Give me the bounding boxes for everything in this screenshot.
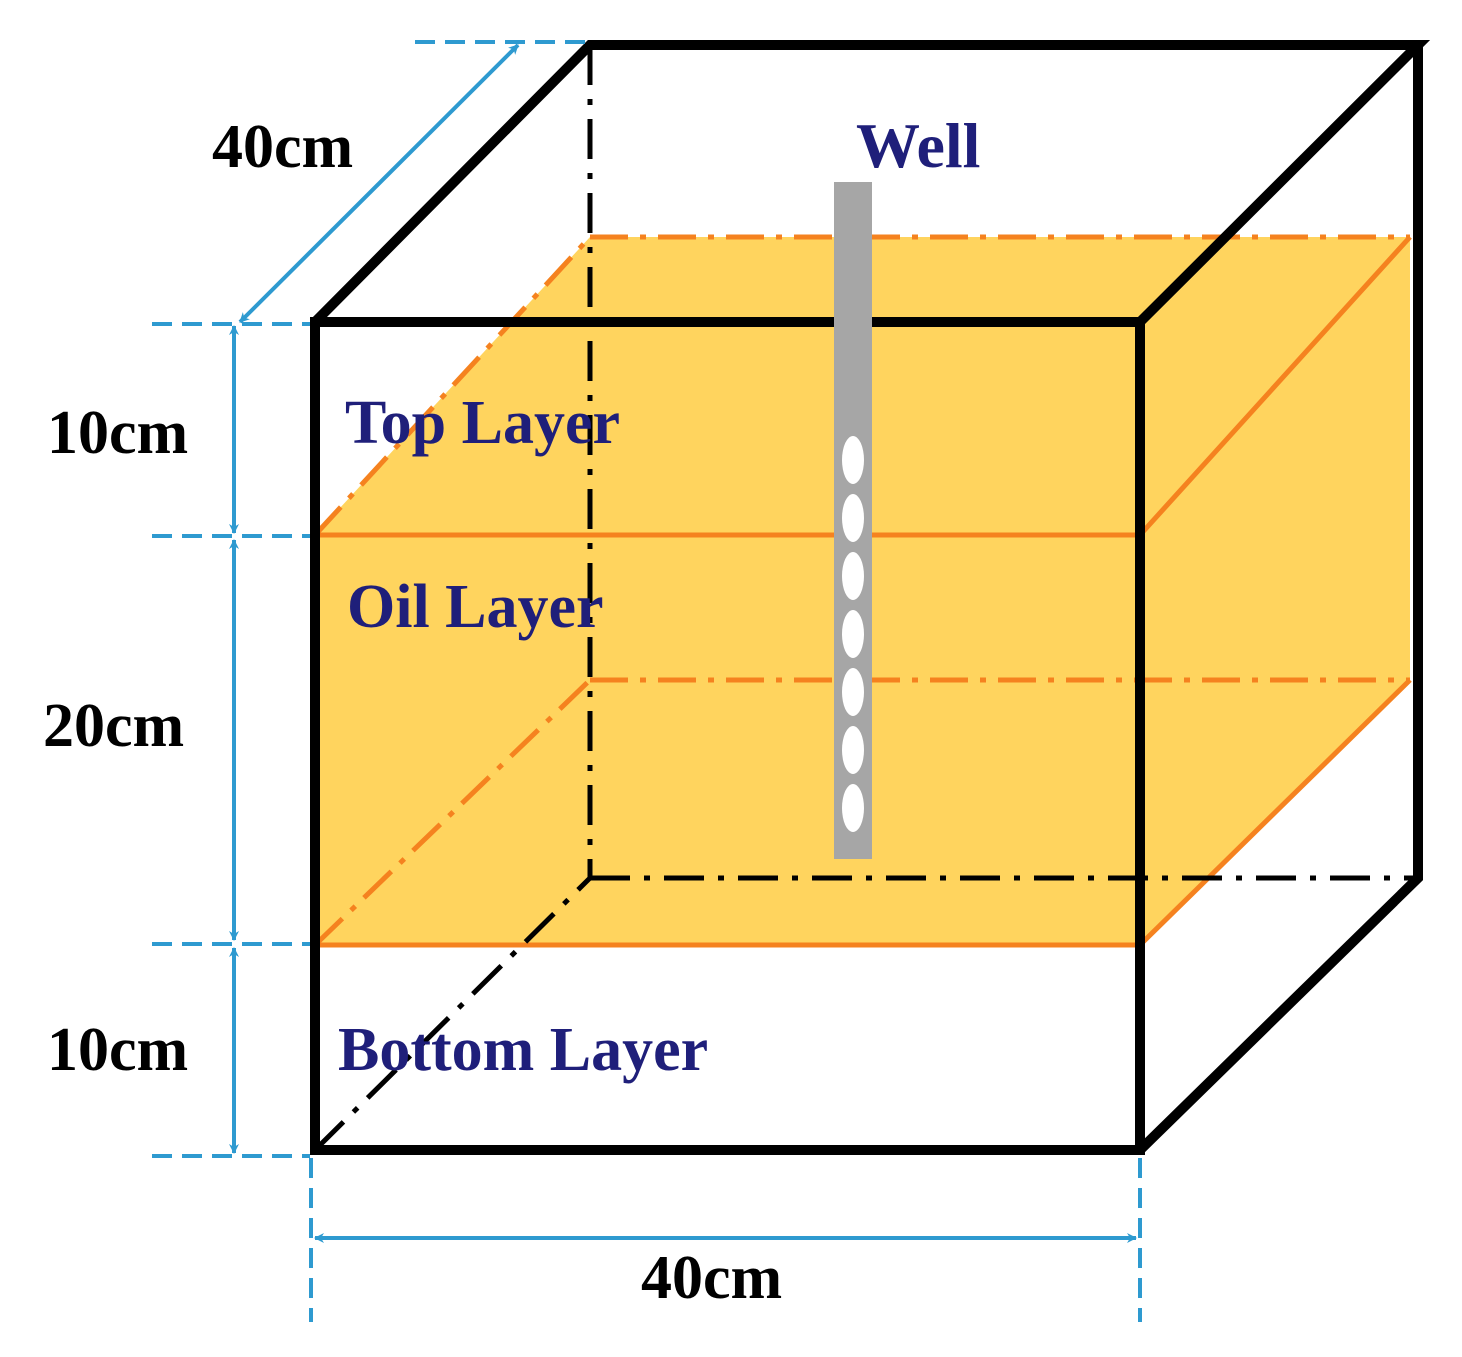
perforation-5 [842,668,864,716]
perforation-3 [842,552,864,600]
cube-right-edges [1136,45,1423,1154]
top-layer-label: Top Layer [345,389,620,457]
bottom-layer-label: Bottom Layer [338,1016,708,1084]
dimension-guides [152,40,1142,1322]
well [834,182,872,859]
perforation-1 [842,436,864,484]
oil-top-right-edge [1138,235,1412,537]
dimension-arrows [229,43,1137,1243]
oil-bottom-right-edge [1138,678,1412,947]
well-perforations [842,436,864,832]
perforation-4 [842,610,864,658]
perforation-7 [842,784,864,832]
depth-arrow [238,43,520,324]
top-thickness-label: 10cm [47,399,188,467]
oil-layer-boundaries [313,234,1412,948]
cube-hidden-edges [313,45,1418,1152]
well-label: Well [856,110,980,181]
hidden-left-bottom-edge [313,876,592,1152]
oil-layer-label: Oil Layer [347,573,604,641]
cube-front-face [310,317,1145,1155]
oil-layer-right-face [1140,237,1410,945]
oil-thickness-label: 20cm [43,692,184,760]
width-label: 40cm [641,1244,782,1312]
bottom-thickness-label: 10cm [47,1016,188,1084]
perforation-6 [842,726,864,774]
oil-bottom-left-edge [313,678,592,947]
depth-label: 40cm [212,113,353,181]
perforation-2 [842,494,864,542]
oil-layer-front-face [315,535,1140,945]
